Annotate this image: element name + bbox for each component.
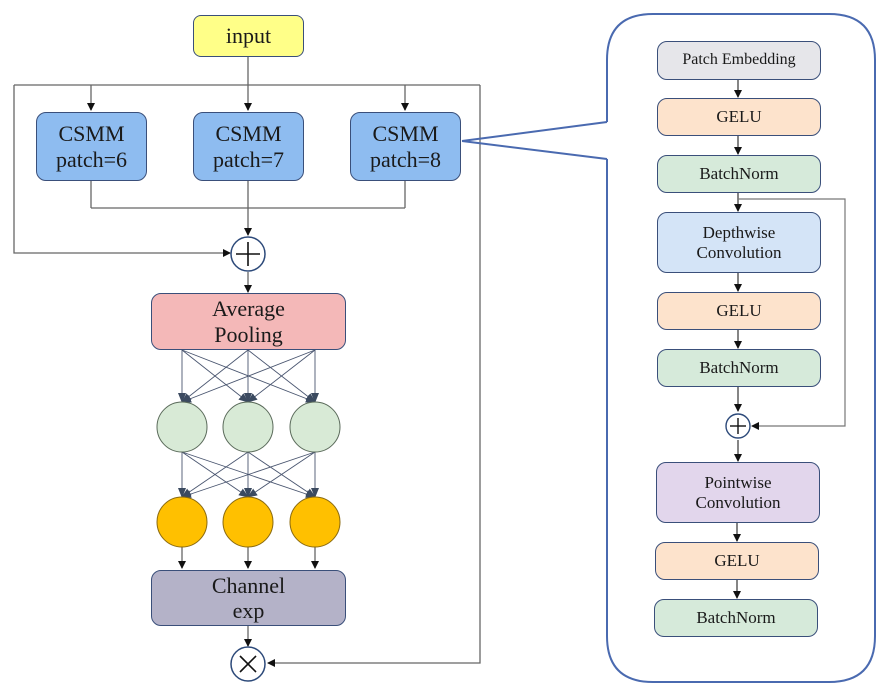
layer-batchnorm-2: BatchNorm [657,349,821,387]
csmm-patch-label: patch=8 [369,146,442,172]
dense-edge [181,349,249,403]
hidden-neuron [156,401,208,453]
csmm-block-patch-8: CSMM patch=8 [350,112,461,181]
layer-batchnorm-1: BatchNorm [657,155,821,193]
edge-left-skip [13,85,231,257]
exp-line-1: Channel [211,572,286,598]
exp-line-2: exp [232,598,265,623]
layer-label: BatchNorm [696,608,776,628]
csmm-title: CSMM [372,121,439,147]
layer-depthwise-convolution: Depthwise Convolution [657,212,821,273]
layer-label-1: Depthwise [702,222,776,242]
output-neuron [156,496,208,548]
layer-gelu-3: GELU [655,542,819,580]
dense-connections-hidden-to-output [178,451,319,498]
edge-right-skip [267,85,481,667]
csmm-title: CSMM [58,121,125,147]
layer-pointwise-convolution: Pointwise Convolution [656,462,820,523]
output-neuron [222,496,274,548]
csmm-block-patch-6: CSMM patch=6 [36,112,147,181]
input-label: input [225,23,272,49]
layer-batchnorm-3: BatchNorm [654,599,818,637]
dense-connections-pool-to-hidden [178,349,319,403]
dense-edge [181,451,249,498]
dense-edge [181,451,316,498]
output-neuron-layer [156,496,341,548]
csmm-patch-label: patch=7 [212,146,285,172]
input-node: input [193,15,304,57]
csmm-patch-label: patch=6 [55,146,128,172]
layer-label: Patch Embedding [682,51,796,69]
dense-edge [181,349,316,403]
hidden-neuron [289,401,341,453]
dense-edge [247,451,316,498]
layer-gelu-2: GELU [657,292,821,330]
layer-label: GELU [716,107,762,127]
multiply-operator [230,646,266,682]
hidden-neuron [222,401,274,453]
layer-label: GELU [714,551,760,571]
edge-residual-skip [738,198,846,430]
add-operator [230,236,266,272]
csmm-detail-panel-border [606,13,876,683]
residual-add-operator [725,413,751,439]
layer-label-1: Pointwise [704,472,772,492]
layer-label: BatchNorm [699,164,779,184]
dense-edge [247,349,316,403]
csmm-block-patch-7: CSMM patch=7 [193,112,304,181]
layer-label-2: Convolution [696,242,782,262]
layer-label: BatchNorm [699,358,779,378]
output-neuron [289,496,341,548]
csmm-title: CSMM [215,121,282,147]
pool-line-2: Pooling [214,321,283,347]
average-pooling-node: Average Pooling [151,293,346,350]
layer-label-2: Convolution [695,492,781,512]
layer-label: GELU [716,301,762,321]
hidden-neuron-layer [156,401,341,453]
pool-line-1: Average [212,296,285,322]
layer-patch-embedding: Patch Embedding [657,41,821,80]
channel-exp-node: Channel exp [151,570,346,626]
detail-zoom-connector [461,121,608,160]
layer-gelu-1: GELU [657,98,821,136]
